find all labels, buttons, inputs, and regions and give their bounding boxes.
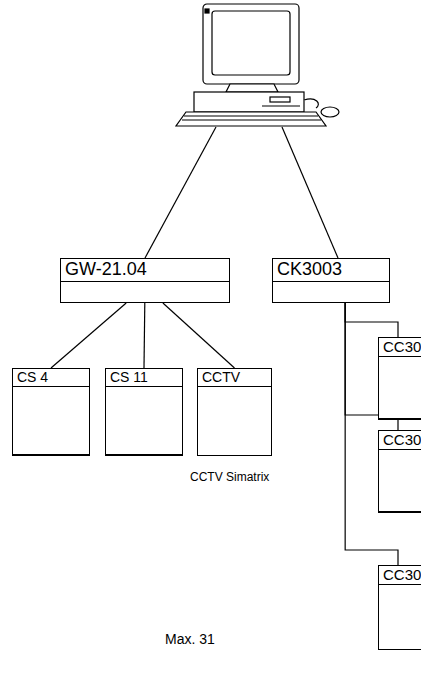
module-box: CC30 <box>378 430 421 513</box>
box-title: CC30 <box>379 431 421 450</box>
box-title: GW-21.04 <box>61 259 229 282</box>
box-title: CS 4 <box>13 369 89 387</box>
device-box: CS 11 <box>105 368 183 456</box>
connector-line <box>144 303 146 368</box>
caption-label: CCTV Simatrix <box>188 470 271 484</box>
device-box: CS 4 <box>12 368 90 456</box>
limit-note: Max. 31 <box>163 631 217 647</box>
device-box: CCTV <box>197 368 272 456</box>
box-title: CC30 <box>379 566 421 585</box>
module-box: CC30 <box>378 565 421 650</box>
connector-line <box>51 303 126 368</box>
box-title: CS 11 <box>106 369 182 387</box>
connector-line <box>163 303 235 368</box>
box-title: CC30 <box>379 338 421 357</box>
connector-line <box>345 303 398 337</box>
box-title: CK3003 <box>273 259 389 282</box>
gateway-box: GW-21.04 <box>60 258 230 303</box>
controller-box: CK3003 <box>272 258 390 303</box>
box-title: CCTV <box>198 369 271 387</box>
module-box: CC30 <box>378 337 421 420</box>
